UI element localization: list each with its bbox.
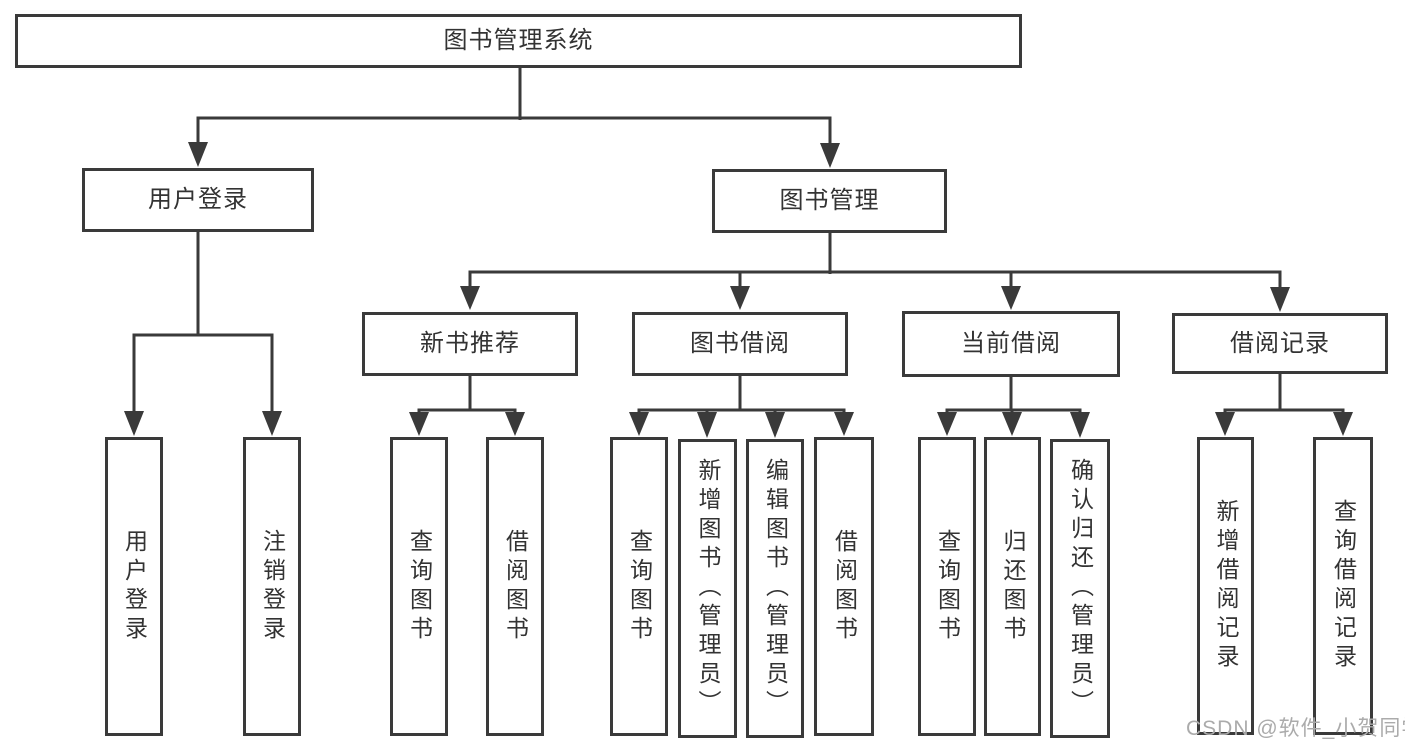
arrowheads: [124, 142, 1353, 438]
node-current-borrow: 当前借阅: [902, 311, 1120, 377]
leaf-logout: 注销登录: [243, 437, 301, 736]
leaf-query-book-borrow: 查询图书: [610, 437, 668, 736]
node-borrow-records: 借阅记录: [1172, 313, 1388, 374]
node-book-management: 图书管理: [712, 169, 947, 233]
node-book-borrow: 图书借阅: [632, 312, 848, 376]
csdn-watermark: CSDN @软件_小贺同学: [1186, 717, 1405, 740]
node-root: 图书管理系统: [15, 14, 1022, 68]
leaf-return-book: 归还图书: [984, 437, 1041, 736]
leaf-query-book-recommend: 查询图书: [390, 437, 448, 736]
leaf-query-borrow-record: 查询借阅记录: [1313, 437, 1373, 735]
leaf-add-book-admin: 新增图书（管理员）: [678, 439, 737, 738]
leaf-add-borrow-record: 新增借阅记录: [1197, 437, 1254, 735]
node-user-login: 用户登录: [82, 168, 314, 232]
leaf-confirm-return-admin: 确认归还（管理员）: [1050, 439, 1110, 738]
node-new-book-recommend: 新书推荐: [362, 312, 578, 376]
leaf-borrow-book-recommend: 借阅图书: [486, 437, 544, 736]
leaf-query-book-current: 查询图书: [918, 437, 976, 736]
leaf-edit-book-admin: 编辑图书（管理员）: [746, 439, 804, 738]
leaf-user-login: 用户登录: [105, 437, 163, 736]
leaf-borrow-book: 借阅图书: [814, 437, 874, 736]
